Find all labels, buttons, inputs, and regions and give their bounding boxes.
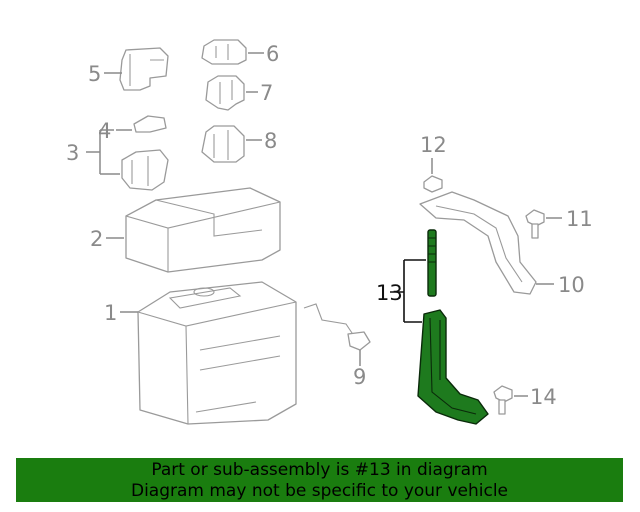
callout-14: 14 (530, 385, 557, 409)
part-9-cable (303, 303, 371, 351)
part-12-nut (423, 175, 443, 193)
part-4-connector (133, 115, 167, 133)
part-8-clamp (201, 125, 245, 163)
callout-7: 7 (260, 81, 273, 105)
part-14-bolt (493, 385, 513, 415)
part-3-terminal-block (121, 149, 169, 191)
callout-2: 2 (90, 227, 103, 251)
callout-8: 8 (264, 129, 277, 153)
part-13-hold-down-clamp (417, 309, 489, 425)
part-2-battery-insulator (125, 187, 281, 273)
info-banner: Part or sub-assembly is #13 in diagram D… (16, 458, 623, 502)
callout-4: 4 (98, 119, 111, 143)
lead-3 (86, 129, 120, 175)
banner-line-2: Diagram may not be specific to your vehi… (130, 481, 508, 501)
banner-line-1: Part or sub-assembly is #13 in diagram (151, 460, 488, 480)
callout-11: 11 (566, 207, 593, 231)
part-10-bracket (419, 191, 537, 295)
part-11-bolt (525, 209, 545, 239)
callout-5: 5 (88, 62, 101, 86)
bracket-13 (390, 259, 426, 323)
callout-12: 12 (420, 133, 447, 157)
callout-6: 6 (266, 42, 279, 66)
part-6-clamp (201, 39, 247, 65)
part-5-cover (119, 47, 169, 91)
part-13-hold-down-rod (427, 229, 437, 297)
part-7-clamp (205, 75, 245, 111)
parts-diagram: 5 6 7 8 4 3 2 1 (66, 39, 593, 425)
callout-13: 13 (376, 281, 403, 305)
callout-3: 3 (66, 141, 79, 165)
part-1-battery (137, 281, 297, 425)
callout-1: 1 (104, 301, 117, 325)
callout-10: 10 (558, 273, 585, 297)
callout-9: 9 (353, 365, 366, 389)
